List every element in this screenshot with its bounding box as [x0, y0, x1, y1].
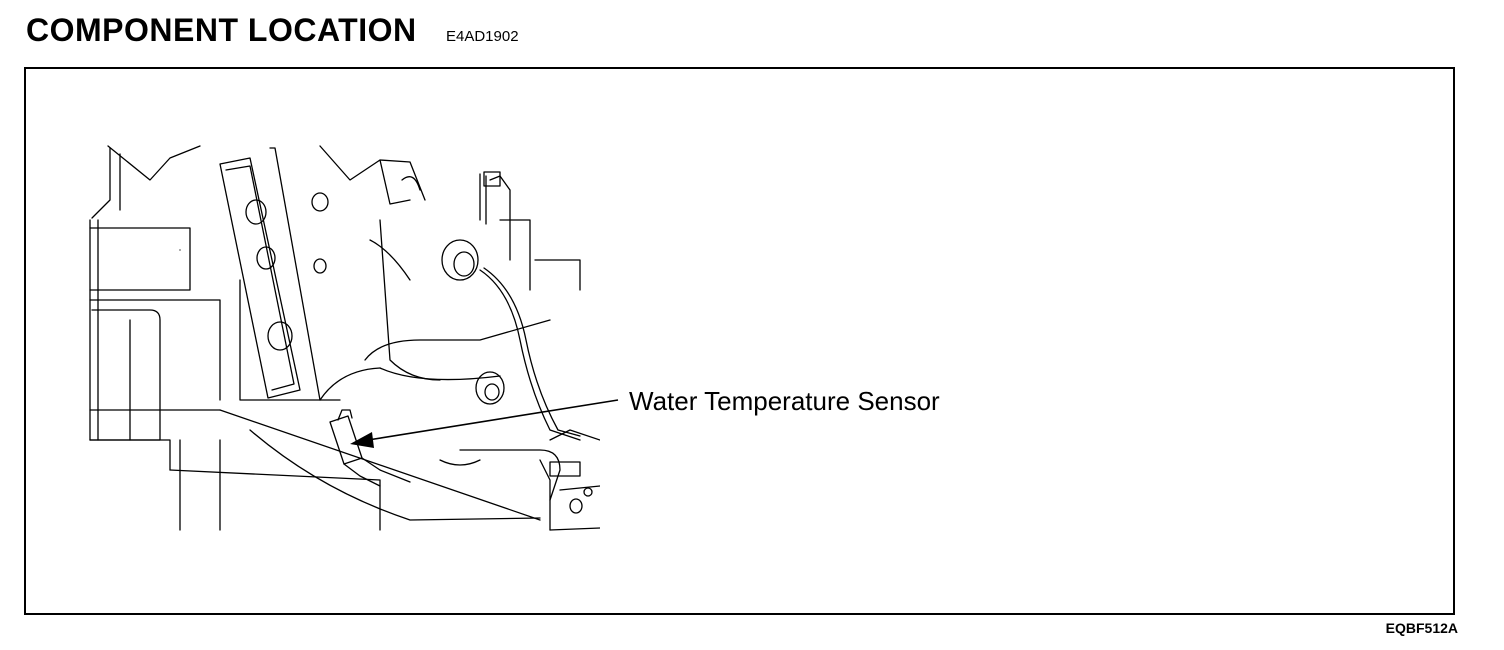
figure-frame: [24, 67, 1455, 615]
section-code: E4AD1902: [446, 28, 519, 45]
right-bracket: [539, 429, 600, 531]
sensor-wire: [475, 267, 581, 441]
lower-housing: [169, 367, 561, 531]
engine-illustration: [89, 145, 600, 531]
thermostat-housing: [441, 171, 581, 291]
sensor-connector: [329, 409, 411, 487]
engine-block-left: [89, 145, 341, 471]
bolt-rail: [179, 157, 301, 399]
figure-code: EQBF512A: [1385, 620, 1458, 636]
central-housing: [269, 145, 551, 401]
page-title: COMPONENT LOCATION: [26, 12, 417, 48]
water-temperature-sensor-label: Water Temperature Sensor: [629, 386, 940, 416]
